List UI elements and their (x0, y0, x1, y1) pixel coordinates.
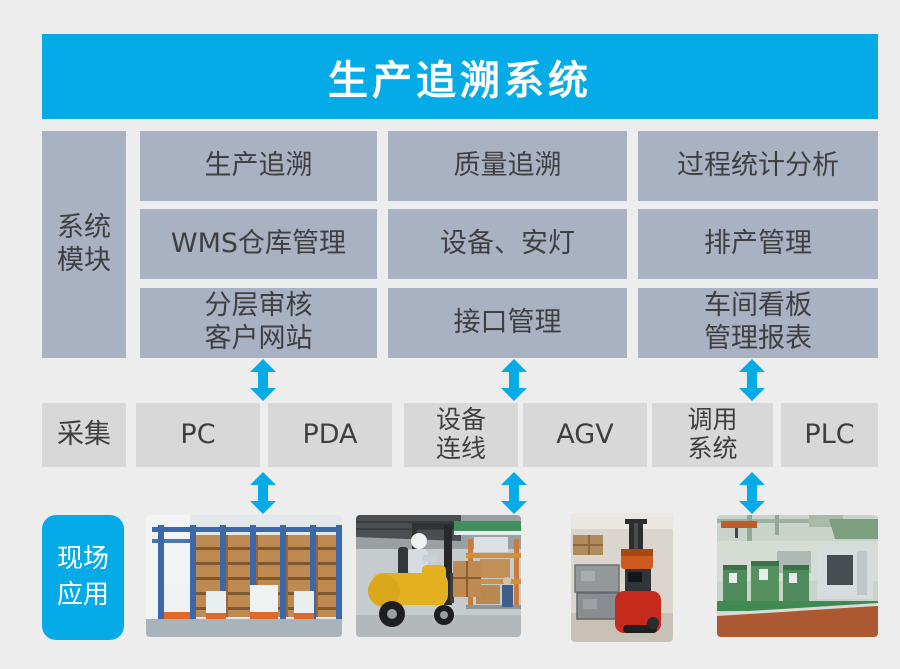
diagram-title: 生产追溯系统 (42, 34, 878, 119)
collection-device-link: 设备 连线 (404, 403, 518, 467)
module-quality-traceability: 质量追溯 (388, 131, 627, 201)
module-interface-management: 接口管理 (388, 288, 627, 358)
double-arrow-icon (250, 472, 276, 514)
collection-plc: PLC (781, 403, 878, 467)
field-application-label: 现场 应用 (42, 515, 124, 640)
double-arrow-icon (739, 359, 765, 401)
collection-agv: AGV (523, 403, 647, 467)
collection-pda: PDA (268, 403, 392, 467)
modules-section-label: 系统 模块 (42, 131, 126, 358)
photo-forklift-operation (356, 515, 521, 637)
double-arrow-icon (250, 359, 276, 401)
photo-warehouse-racking (146, 515, 342, 637)
module-workshop-kanban-reports: 车间看板 管理报表 (638, 288, 878, 358)
module-process-statistics: 过程统计分析 (638, 131, 878, 201)
double-arrow-icon (739, 472, 765, 514)
module-wms-warehouse: WMS仓库管理 (140, 209, 377, 279)
photo-factory-machines (717, 515, 878, 637)
photo-agv-robot (571, 513, 673, 642)
collection-pc: PC (136, 403, 260, 467)
collection-call-system: 调用 系统 (652, 403, 773, 467)
module-scheduling: 排产管理 (638, 209, 878, 279)
double-arrow-icon (501, 359, 527, 401)
collection-section-label: 采集 (42, 403, 126, 467)
module-equipment-andon: 设备、安灯 (388, 209, 627, 279)
module-production-traceability: 生产追溯 (140, 131, 377, 201)
double-arrow-icon (501, 472, 527, 514)
module-layered-audit-customer-site: 分层审核 客户网站 (140, 288, 377, 358)
